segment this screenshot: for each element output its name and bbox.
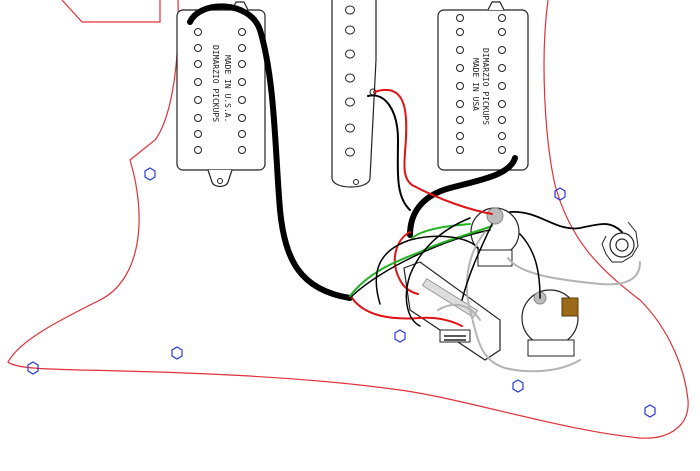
neck-humbucker-pickup: DIMARZIO PICKUPS MADE IN U.S.A. [176, 1, 266, 188]
screw-hole-icon [644, 404, 656, 418]
wire-gray [465, 231, 581, 373]
wire-gray [507, 257, 641, 286]
screw-holes [27, 167, 656, 418]
switch-icon [403, 261, 501, 361]
output-jack-icon [601, 221, 639, 263]
wire-green [411, 223, 471, 239]
wire-black [461, 223, 493, 301]
screw-hole-icon [27, 361, 39, 375]
wire-red [351, 297, 463, 327]
screw-hole-icon [144, 167, 156, 181]
wire-black [351, 229, 491, 297]
wire-black [509, 211, 623, 233]
wire-gray [437, 303, 481, 321]
screw-hole-icon [554, 187, 566, 201]
wire-black [405, 217, 471, 327]
wires [187, 3, 641, 373]
screw-hole-icon [394, 329, 406, 343]
wire-black [367, 94, 411, 211]
middle-single-coil-pickup [331, 0, 377, 188]
wire-black-bridge-cable [407, 155, 518, 238]
bridge-pickup-label-1: DIMARZIO PICKUPS [481, 48, 490, 125]
bridge-humbucker-pickup: DIMARZIO PICKUPS MADE IN USA [437, 1, 529, 171]
neck-pickup-label-1: DIMARZIO PICKUPS [211, 45, 220, 122]
neck-pickup-label-2: MADE IN U.S.A. [223, 55, 232, 122]
potentiometer-icon [470, 207, 520, 267]
wire-red [373, 88, 493, 215]
capacitor-icon [561, 297, 579, 317]
wire-green [349, 225, 493, 297]
potentiometer-icon [521, 289, 579, 357]
screw-hole-icon [171, 346, 183, 360]
bridge-pickup-label-2: MADE IN USA [471, 58, 480, 111]
screw-hole-icon [512, 379, 524, 393]
wire-black [375, 235, 479, 305]
pickguard-outline [7, 0, 689, 439]
wire-black-neck-cable [187, 3, 353, 301]
wire-red [393, 231, 419, 295]
wire-black [519, 233, 541, 299]
